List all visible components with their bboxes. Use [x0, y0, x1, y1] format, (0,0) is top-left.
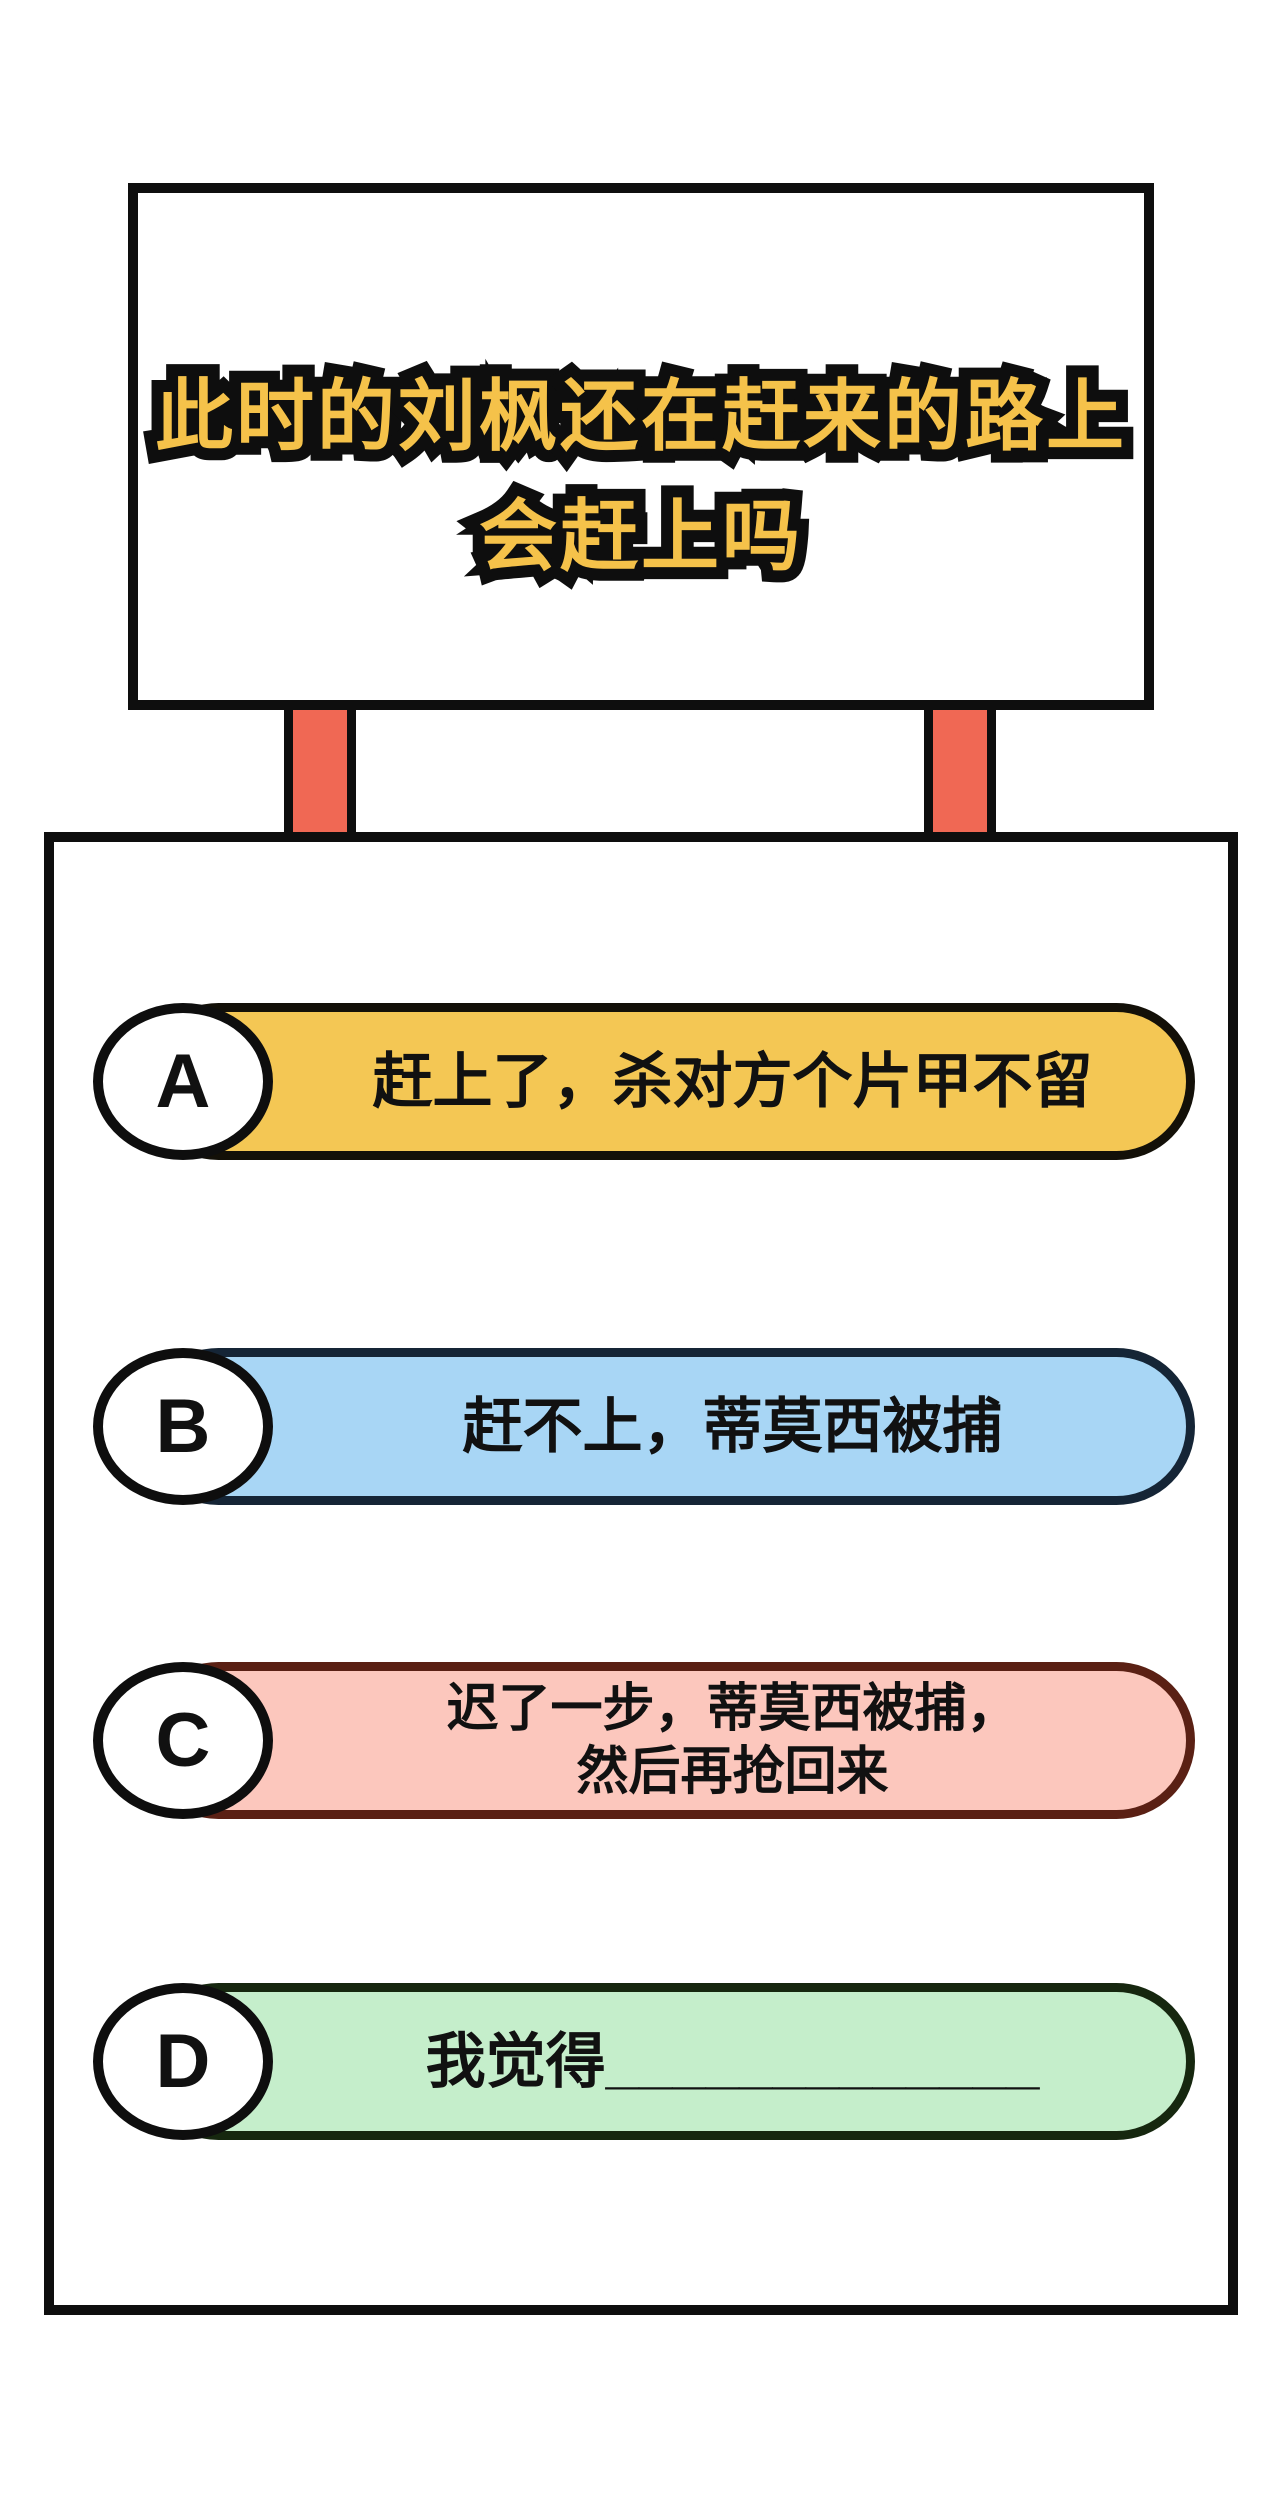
option-b[interactable]: B 赶不上，蒂莫西被捕: [93, 1348, 1195, 1505]
option-d-letter: D: [155, 2018, 211, 2104]
option-c-text: 迟了一步，蒂莫西被捕， 然后再抢回来: [446, 1680, 1019, 1801]
option-a-text: 赶上了，杀对方个片甲不留: [372, 1048, 1093, 1115]
option-d-badge: D: [93, 1983, 273, 2140]
sign-post-left: [284, 700, 356, 842]
option-b-letter: B: [155, 1383, 211, 1469]
sign-post-right: [924, 700, 996, 842]
question-sign: 此时的刘枫还在赶来的路上 会赶上吗: [128, 183, 1154, 710]
option-c-badge: C: [93, 1662, 273, 1819]
option-d-text: 我觉得_____________: [425, 2028, 1040, 2095]
option-c[interactable]: C 迟了一步，蒂莫西被捕， 然后再抢回来: [93, 1662, 1195, 1819]
sign-title-line1: 此时的刘枫还在赶来的路上: [155, 377, 1127, 455]
option-d[interactable]: D 我觉得_____________: [93, 1983, 1195, 2140]
option-c-letter: C: [155, 1697, 211, 1783]
option-a[interactable]: A 赶上了，杀对方个片甲不留: [93, 1003, 1195, 1160]
option-b-badge: B: [93, 1348, 273, 1505]
option-b-text: 赶不上，蒂莫西被捕: [462, 1393, 1003, 1460]
options-board: A 赶上了，杀对方个片甲不留 B 赶不上，蒂莫西被捕 C 迟了一步，蒂莫西被捕，…: [44, 832, 1238, 2315]
option-a-letter: A: [155, 1038, 211, 1124]
option-a-badge: A: [93, 1003, 273, 1160]
sign-title-line2: 会赶上吗: [479, 497, 803, 575]
